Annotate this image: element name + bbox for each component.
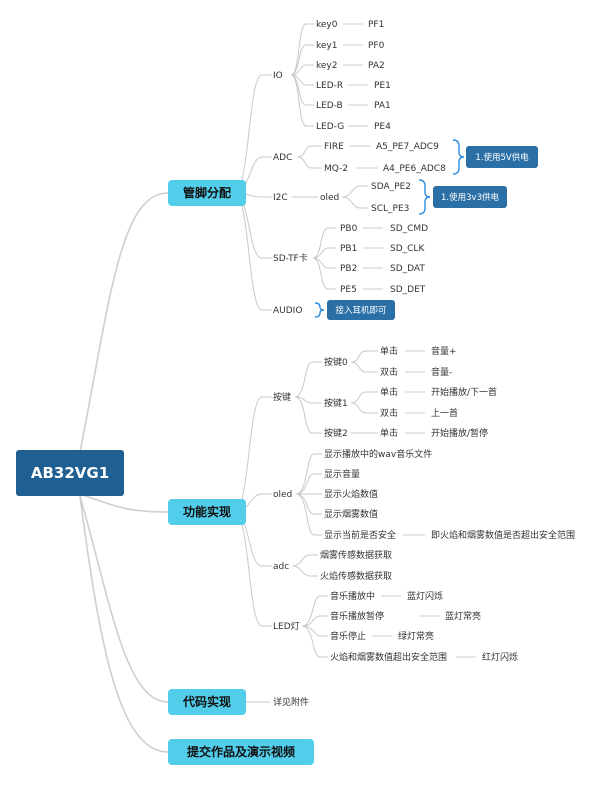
- key-result[interactable]: 音量+: [431, 345, 457, 357]
- adc-pin[interactable]: A4_PE6_ADC8: [383, 164, 446, 174]
- sd-name[interactable]: PE5: [340, 285, 357, 295]
- key-name[interactable]: 按键1: [324, 397, 348, 409]
- node-keys[interactable]: 按键: [273, 391, 291, 403]
- callout-audio[interactable]: 接入耳机即可: [327, 300, 395, 320]
- adc-feature-item[interactable]: 烟雾传感数据获取: [320, 549, 392, 561]
- main-node-features-label: 功能实现: [183, 504, 231, 519]
- oled-item[interactable]: 显示当前是否安全: [324, 529, 396, 541]
- key-result[interactable]: 音量-: [431, 366, 452, 378]
- callout-adc[interactable]: 1.使用5V供电: [466, 146, 538, 168]
- led-state[interactable]: 音乐停止: [330, 630, 366, 642]
- bracket-audio: [314, 302, 325, 318]
- root-node[interactable]: AB32VG1: [16, 450, 124, 496]
- key-action[interactable]: 双击: [380, 407, 398, 419]
- oled-item[interactable]: 显示烟雾数值: [324, 508, 378, 520]
- main-node-code[interactable]: 代码实现: [168, 689, 246, 715]
- io-pin[interactable]: PA2: [368, 61, 385, 71]
- node-oled[interactable]: oled: [273, 490, 292, 500]
- node-io[interactable]: IO: [273, 71, 283, 81]
- main-node-submit[interactable]: 提交作品及演示视频: [168, 739, 314, 765]
- pins-connectors: [233, 23, 383, 311]
- led-state[interactable]: 音乐播放中: [330, 590, 375, 602]
- i2c-pin[interactable]: SCL_PE3: [371, 204, 409, 214]
- node-adc[interactable]: ADC: [273, 153, 292, 163]
- oled-safety-detail[interactable]: 即火焰和烟雾数值是否超出安全范围: [431, 529, 575, 541]
- adc-name[interactable]: MQ-2: [324, 164, 348, 174]
- led-light[interactable]: 红灯闪烁: [482, 651, 518, 663]
- io-name[interactable]: key1: [316, 41, 337, 51]
- main-node-features[interactable]: 功能实现: [168, 499, 246, 525]
- key-name[interactable]: 按键0: [324, 356, 348, 368]
- sd-name[interactable]: PB0: [340, 224, 358, 234]
- sd-name[interactable]: PB2: [340, 264, 357, 274]
- bracket-i2c: [418, 179, 431, 215]
- callout-i2c[interactable]: 1.使用3v3供电: [433, 186, 507, 208]
- key-result[interactable]: 开始播放/下一首: [431, 386, 497, 398]
- key-result[interactable]: 开始播放/暂停: [431, 427, 488, 439]
- i2c-pin[interactable]: SDA_PE2: [371, 182, 411, 192]
- io-name[interactable]: key0: [316, 20, 338, 30]
- callout-adc-text: 1.使用5V供电: [475, 152, 529, 163]
- node-i2c[interactable]: I2C: [273, 193, 288, 203]
- key-action[interactable]: 单击: [380, 386, 398, 398]
- io-pin[interactable]: PF1: [368, 20, 384, 30]
- sd-name[interactable]: PB1: [340, 244, 357, 254]
- io-pin[interactable]: PF0: [368, 41, 385, 51]
- led-state[interactable]: 火焰和烟雾数值超出安全范围: [330, 651, 447, 663]
- oled-item[interactable]: 显示音量: [324, 468, 360, 480]
- io-name[interactable]: LED-R: [316, 81, 343, 91]
- main-node-pins-label: 管脚分配: [183, 185, 231, 200]
- key-action[interactable]: 双击: [380, 366, 398, 378]
- callout-i2c-text: 1.使用3v3供电: [441, 192, 499, 203]
- node-sdtf[interactable]: SD-TF卡: [273, 252, 308, 264]
- adc-name[interactable]: FIRE: [324, 142, 344, 152]
- bracket-adc: [452, 139, 465, 175]
- i2c-device[interactable]: oled: [320, 193, 339, 203]
- sd-pin[interactable]: SD_CLK: [390, 244, 425, 254]
- adc-feature-item[interactable]: 火焰传感数据获取: [320, 570, 392, 582]
- io-pin[interactable]: PE1: [374, 81, 391, 91]
- adc-pin[interactable]: A5_PE7_ADC9: [376, 142, 439, 152]
- key-result[interactable]: 上一首: [431, 407, 458, 419]
- io-name[interactable]: LED-G: [316, 122, 344, 132]
- led-light[interactable]: 蓝灯常亮: [445, 610, 481, 622]
- sd-pin[interactable]: SD_DET: [390, 285, 426, 295]
- io-pin[interactable]: PA1: [374, 101, 391, 111]
- key-action[interactable]: 单击: [380, 345, 398, 357]
- led-state[interactable]: 音乐播放暂停: [330, 610, 384, 622]
- node-adc-feature[interactable]: adc: [273, 562, 289, 572]
- code-detail[interactable]: 详见附件: [273, 696, 309, 708]
- io-name[interactable]: LED-B: [316, 101, 343, 111]
- callout-audio-text: 接入耳机即可: [335, 305, 387, 316]
- io-pin[interactable]: PE4: [374, 122, 391, 132]
- led-light[interactable]: 蓝灯闪烁: [407, 590, 443, 602]
- node-led[interactable]: LED灯: [273, 621, 300, 632]
- main-node-pins[interactable]: 管脚分配: [168, 180, 246, 206]
- oled-item[interactable]: 显示火焰数值: [324, 488, 378, 500]
- node-audio[interactable]: AUDIO: [273, 306, 302, 316]
- sd-pin[interactable]: SD_DAT: [390, 264, 425, 274]
- main-node-code-label: 代码实现: [182, 694, 231, 709]
- root-label: AB32VG1: [31, 464, 109, 482]
- features-connectors: [233, 350, 476, 658]
- main-node-submit-label: 提交作品及演示视频: [187, 744, 295, 759]
- io-name[interactable]: key2: [316, 61, 337, 71]
- key-action[interactable]: 单击: [380, 427, 398, 439]
- key-name[interactable]: 按键2: [324, 427, 348, 439]
- sd-pin[interactable]: SD_CMD: [390, 224, 428, 234]
- led-light[interactable]: 绿灯常亮: [398, 630, 434, 642]
- oled-item[interactable]: 显示播放中的wav音乐文件: [324, 448, 432, 460]
- root-connectors: [79, 192, 169, 753]
